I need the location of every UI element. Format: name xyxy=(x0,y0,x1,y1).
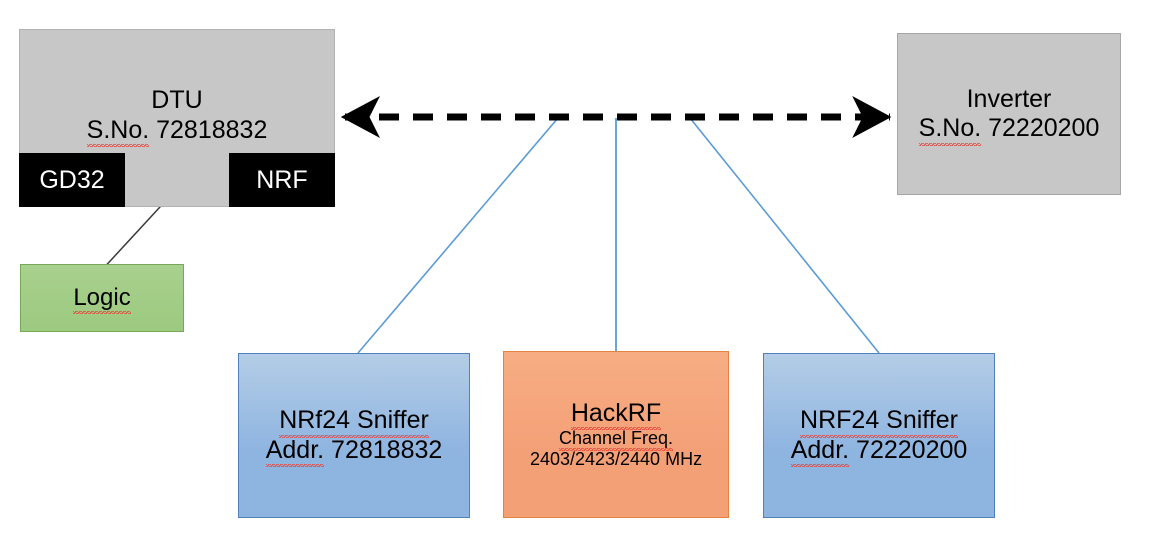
hackrf-channel-label: Channel Freq. xyxy=(558,428,674,452)
sniffer-left-node[interactable]: NRf24 Sniffer Addr. 72818832 xyxy=(238,353,470,518)
hackrf-title-text: HackRF xyxy=(570,398,662,430)
hackrf-node[interactable]: HackRF Channel Freq. 2403/2423/2440 MHz xyxy=(503,351,729,518)
inverter-serial: S.No. 72220200 xyxy=(918,114,1100,145)
sniffer-right-title-text: NRF24 Sniffer xyxy=(800,406,958,437)
sniffer-right-title: NRF24 Sniffer xyxy=(800,406,958,437)
sniffer-left-title: NRf24 Sniffer xyxy=(279,406,429,437)
inverter-title: Inverter xyxy=(966,84,1052,113)
sniffer-right-addr-value: 72220200 xyxy=(856,435,968,464)
sniffer-left-tap-line xyxy=(357,117,559,354)
dtu-serial-prefix: S.No. xyxy=(86,115,150,147)
inverter-serial-prefix: S.No. xyxy=(918,114,982,145)
inverter-serial-value: 72220200 xyxy=(988,114,1100,142)
sniffer-left-addr-prefix: Addr. xyxy=(265,435,325,467)
dtu-serial-value: 72818832 xyxy=(156,115,268,144)
sniffer-right-addr-prefix: Addr. xyxy=(790,435,850,467)
gd32-chip[interactable]: GD32 xyxy=(19,153,125,207)
logic-label: Logic xyxy=(73,283,132,315)
sniffer-left-title-text: NRf24 Sniffer xyxy=(279,406,429,437)
sniffer-right-node[interactable]: NRF24 Sniffer Addr. 72220200 xyxy=(763,353,995,518)
logic-analyzer-node[interactable]: Logic xyxy=(20,264,184,332)
nrf-chip[interactable]: NRF xyxy=(229,153,335,207)
inverter-node[interactable]: Inverter S.No. 72220200 xyxy=(897,33,1121,195)
gd32-label: GD32 xyxy=(39,165,105,194)
dtu-title: DTU xyxy=(151,86,203,114)
nrf-label: NRF xyxy=(256,165,308,194)
hackrf-channel-label-text: Channel Freq. xyxy=(558,428,674,452)
hackrf-frequencies: 2403/2423/2440 MHz xyxy=(529,449,703,470)
dtu-serial: S.No. 72818832 xyxy=(86,115,268,147)
sniffer-left-addr-value: 72818832 xyxy=(331,435,443,464)
sniffer-left-addr: Addr. 72818832 xyxy=(265,435,443,467)
sniffer-right-addr: Addr. 72220200 xyxy=(790,435,968,467)
sniffer-right-tap-line xyxy=(689,117,880,354)
hackrf-title: HackRF xyxy=(570,398,662,430)
